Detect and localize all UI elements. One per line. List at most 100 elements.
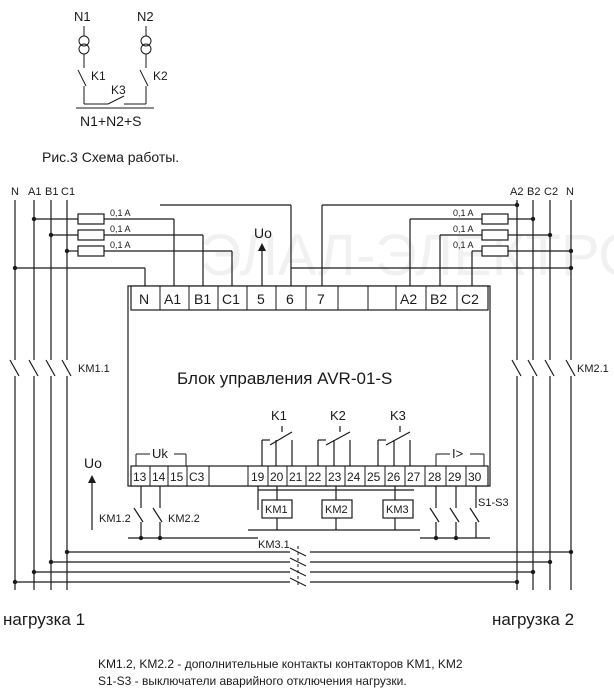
terminal-label: 24	[347, 470, 361, 484]
uo-top-label: Uo	[254, 225, 272, 241]
fuse-label: 0,1 A	[110, 240, 131, 250]
terminal-label: N	[139, 291, 149, 307]
right-bus-label: A2	[510, 186, 523, 198]
terminal-label: C2	[461, 291, 479, 307]
uk-label: Uk	[152, 446, 168, 461]
fuse-label: 0,1 A	[453, 240, 474, 250]
i-bracket: I>	[435, 446, 485, 466]
top-n2-label: N2	[137, 9, 154, 24]
coil-label: KM3	[386, 504, 409, 516]
terminal-label: A2	[400, 291, 417, 307]
top-scheme: N1 N2 K1 K2 K3 N1+N2+S	[74, 9, 168, 129]
terminal-label: 6	[286, 291, 294, 307]
left-bus-label: N	[11, 186, 19, 198]
top-sum-label: N1+N2+S	[80, 113, 141, 129]
fuses-left: 0,1 A 0,1 A 0,1 A	[12, 208, 233, 286]
top-n1-label: N1	[74, 9, 91, 24]
km12-label: KM1.2	[99, 513, 131, 525]
terminal-label: 27	[407, 470, 421, 484]
transformer-n1-icon	[78, 26, 90, 68]
relay-k3-label: K3	[390, 408, 406, 423]
arrow-up-icon	[258, 243, 266, 251]
km21-label: KM2.1	[577, 363, 609, 375]
fuse-icon	[77, 229, 105, 241]
control-block	[127, 285, 491, 487]
km31-label: KM3.1	[258, 539, 290, 551]
uo-left-label: Uo	[84, 455, 102, 471]
k2-switch	[139, 69, 149, 87]
s1s3-label: S1-S3	[478, 497, 509, 509]
left-bus-label: B1	[45, 186, 58, 198]
terminal-label: 25	[367, 470, 381, 484]
block-title: Блок управления AVR-01-S	[177, 369, 392, 388]
coil-km3	[382, 499, 414, 519]
aux-contacts: Uo KM1.2 KM2.2	[84, 455, 258, 541]
fuse-label: 0,1 A	[453, 208, 474, 218]
relay-k1-label: K1	[271, 408, 287, 423]
bottom-terminal-strip: 13 14 15 C3 19 20 21 22 23 24 25 26 27 2…	[130, 465, 489, 487]
km31-tie: KM3.1	[12, 539, 574, 588]
right-bus: A2 B2 C2 N	[510, 186, 574, 590]
km22-label: KM2.2	[168, 513, 200, 525]
fuse-icon	[481, 245, 509, 257]
k3-switch	[107, 95, 125, 105]
right-bus-label: N	[566, 186, 574, 198]
coil-label: KM2	[325, 504, 348, 516]
left-bus-label: C1	[61, 186, 75, 198]
terminal-label: 5	[257, 291, 265, 307]
coil-label: KM1	[265, 504, 288, 516]
right-bus-label: B2	[527, 186, 540, 198]
coils: KM1 KM2 KM3	[248, 486, 420, 531]
terminal-label: 28	[428, 470, 442, 484]
top-k1-label: K1	[91, 69, 106, 83]
terminal-label: B2	[430, 291, 447, 307]
terminal-label: 30	[468, 470, 482, 484]
terminal-label: 26	[387, 470, 401, 484]
km21-contacts: KM2.1	[511, 356, 609, 380]
km11-contacts: KM1.1	[9, 356, 110, 380]
i-label: I>	[452, 446, 463, 461]
km11-label: KM1.1	[78, 363, 110, 375]
fuse-label: 0,1 A	[453, 224, 474, 234]
terminal-label: A1	[164, 291, 181, 307]
fuses-right: 0,1 A 0,1 A 0,1 A	[291, 202, 574, 286]
terminal-label: 13	[133, 470, 147, 484]
terminal-label: C1	[222, 291, 240, 307]
terminal-label: 14	[152, 470, 166, 484]
terminal-label: B1	[194, 291, 211, 307]
uk-bracket: Uk	[135, 446, 187, 466]
left-bus-label: A1	[28, 186, 41, 198]
fuse-icon	[481, 213, 509, 225]
coil-km2	[321, 499, 353, 519]
terminal-label: 23	[328, 470, 342, 484]
terminal-label: 19	[251, 470, 265, 484]
right-bus-label: C2	[544, 186, 558, 198]
load1-label: нагрузка 1	[3, 610, 85, 629]
terminal-label: 29	[448, 470, 462, 484]
terminal-label: 22	[308, 470, 322, 484]
top-terminal-strip: N A1 B1 C1 5 6 7 A2 B2 C2	[130, 285, 489, 311]
fuse-icon	[77, 245, 105, 257]
terminal-label: 15	[170, 470, 184, 484]
k1-switch	[77, 69, 87, 87]
fuse-icon	[481, 229, 509, 241]
terminal-label: 21	[289, 470, 303, 484]
load2-label: нагрузка 2	[492, 610, 574, 629]
arrow-up-icon	[88, 475, 96, 483]
note-line-2: S1-S3 - выключатели аварийного отключени…	[98, 674, 407, 688]
relays: K1 K2 K3	[261, 408, 411, 466]
figure-caption: Рис.3 Схема работы.	[42, 149, 179, 165]
fuse-icon	[77, 213, 105, 225]
transformer-n2-icon	[140, 26, 152, 68]
fuse-label: 0,1 A	[110, 224, 131, 234]
terminal-label: 7	[317, 291, 325, 307]
uo-top: Uo	[254, 225, 272, 286]
terminal-label: C3	[189, 470, 205, 484]
top-k2-label: K2	[153, 69, 168, 83]
s1s3-switches: S1-S3	[420, 486, 509, 541]
note-line-1: KM1.2, KM2.2 - дополнительные контакты к…	[98, 657, 463, 671]
left-bus: N A1 B1 C1	[11, 186, 75, 590]
fuse-label: 0,1 A	[110, 208, 131, 218]
relay-k2-label: K2	[330, 408, 346, 423]
